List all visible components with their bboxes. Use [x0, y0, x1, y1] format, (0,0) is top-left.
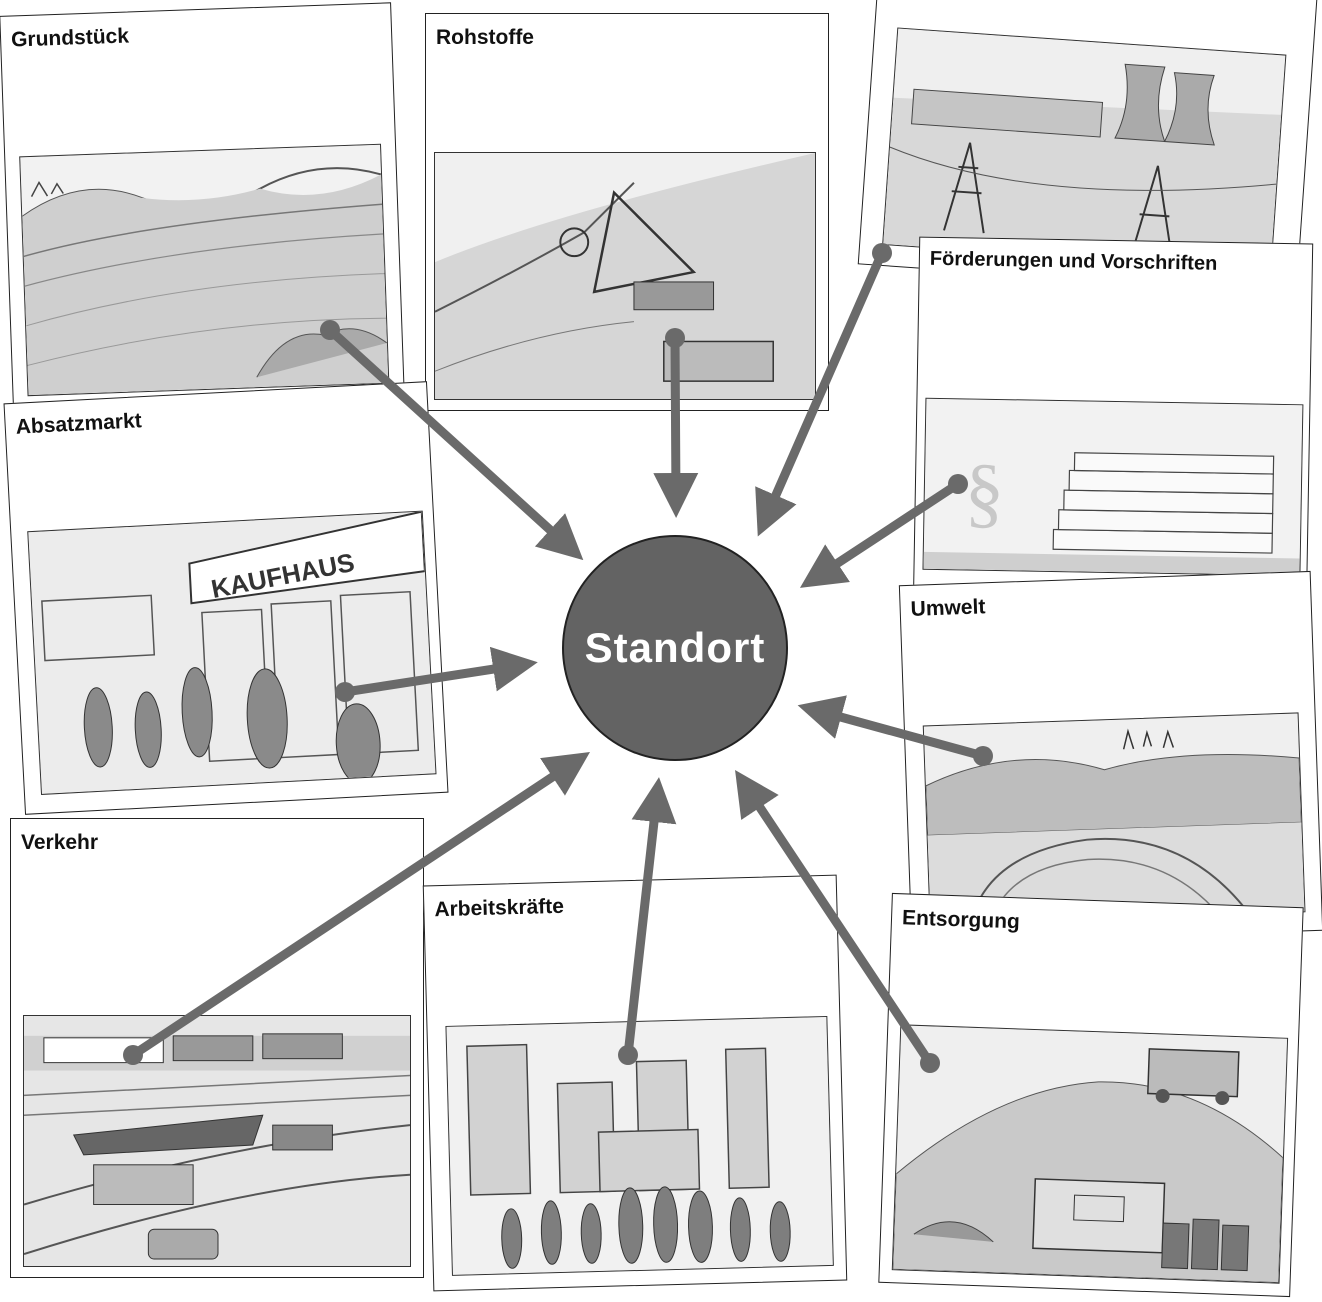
traffic-transport-icon — [23, 1015, 411, 1267]
factor-card-absatzmarkt: Absatzmarkt KAUFHAUS — [3, 381, 449, 815]
center-label: Standort — [584, 624, 766, 671]
factor-card-rohstoffe: Rohstoffe — [425, 13, 829, 411]
arrow-dot-absatzmarkt — [335, 682, 355, 702]
arrow-energie — [755, 248, 887, 537]
paragraph-documents-icon: § — [922, 397, 1304, 577]
field-landscape-icon — [19, 143, 390, 397]
arrow-umwelt — [797, 695, 988, 761]
center-node: Standort — [562, 535, 788, 761]
department-store-icon: KAUFHAUS — [27, 510, 437, 795]
excavator-icon — [434, 152, 816, 400]
workers-city-icon — [445, 1015, 834, 1276]
arrow-verkehr — [128, 752, 591, 1060]
factor-label-verkehr: Verkehr — [21, 831, 99, 854]
paragraph-sign: § — [964, 448, 1005, 536]
arrow-entsorgung — [735, 770, 935, 1068]
factor-card-grundstueck: Grundstück — [0, 2, 405, 408]
factor-label-rohstoffe: Rohstoffe — [436, 26, 534, 49]
factor-card-entsorgung: Entsorgung — [878, 892, 1304, 1298]
arrow-rohstoffe — [653, 333, 699, 518]
factor-card-energie — [857, 0, 1319, 295]
arrow-dot-entsorgung — [920, 1053, 940, 1073]
arrow-arbeitskraefte — [623, 777, 677, 1060]
arrow-dot-umwelt — [973, 746, 993, 766]
arrow-dot-arbeitskraefte — [618, 1045, 638, 1065]
arrow-dot-energie — [872, 243, 892, 263]
arrow-dot-grundstueck — [320, 320, 340, 340]
factor-card-foerderungen: Förderungen und Vorschriften § — [912, 236, 1314, 616]
power-plant-icon — [882, 27, 1287, 273]
arrow-dot-rohstoffe — [665, 328, 685, 348]
waste-dump-icon — [891, 1024, 1289, 1284]
arrow-dot-verkehr — [123, 1045, 143, 1065]
factor-card-arbeitskraefte: Arbeitskräfte — [422, 874, 848, 1292]
factor-card-verkehr: Verkehr — [10, 818, 424, 1278]
arrow-absatzmarkt — [340, 646, 538, 697]
arrow-grundstueck — [325, 325, 584, 561]
arrow-dot-foerderungen — [948, 474, 968, 494]
arrow-foerderungen — [799, 479, 963, 588]
